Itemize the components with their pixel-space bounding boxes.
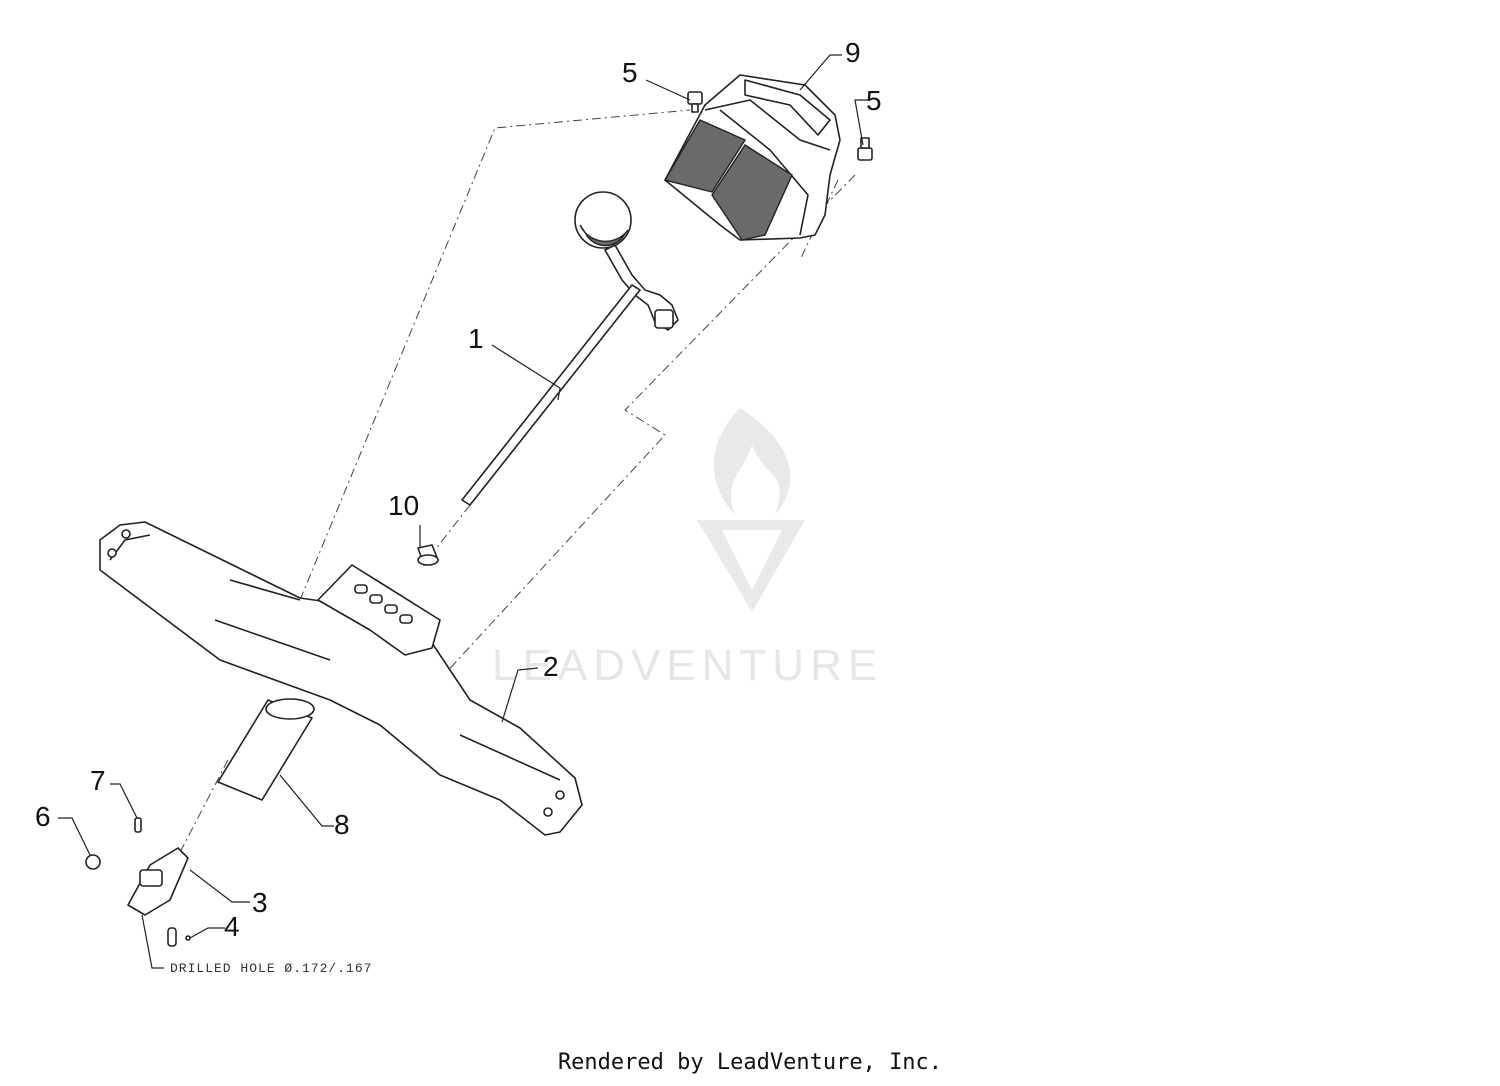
watermark-text: LEADVENTURE (492, 641, 883, 690)
drilled-hole-note: DRILLED HOLE Ø.172/.167 (170, 961, 372, 976)
bolt-left (687, 91, 703, 113)
bolt-right (857, 137, 873, 161)
callout-3: 3 (252, 887, 268, 918)
nut (85, 854, 101, 870)
callout-8: 8 (334, 809, 350, 840)
bushing (417, 544, 439, 566)
shift-bracket (99, 521, 583, 836)
callout-2: 2 (543, 651, 559, 682)
shifter-boot (663, 74, 841, 241)
callout-9: 9 (845, 37, 861, 68)
callout-4: 4 (224, 911, 240, 942)
shift-lever (461, 191, 679, 506)
watermark-logo (697, 408, 805, 612)
pin (167, 927, 191, 947)
callout-10: 10 (388, 490, 419, 521)
footer-credit: Rendered by LeadVenture, Inc. (557, 1050, 943, 1075)
callout-5-right: 5 (866, 85, 882, 116)
coupler (127, 847, 189, 916)
sleeve (217, 698, 315, 801)
leader-lines (58, 54, 868, 969)
roll-pin (134, 817, 142, 833)
callout-6: 6 (35, 801, 51, 832)
callout-1: 1 (468, 323, 484, 354)
callout-7: 7 (90, 765, 106, 796)
callout-5-left: 5 (622, 57, 638, 88)
